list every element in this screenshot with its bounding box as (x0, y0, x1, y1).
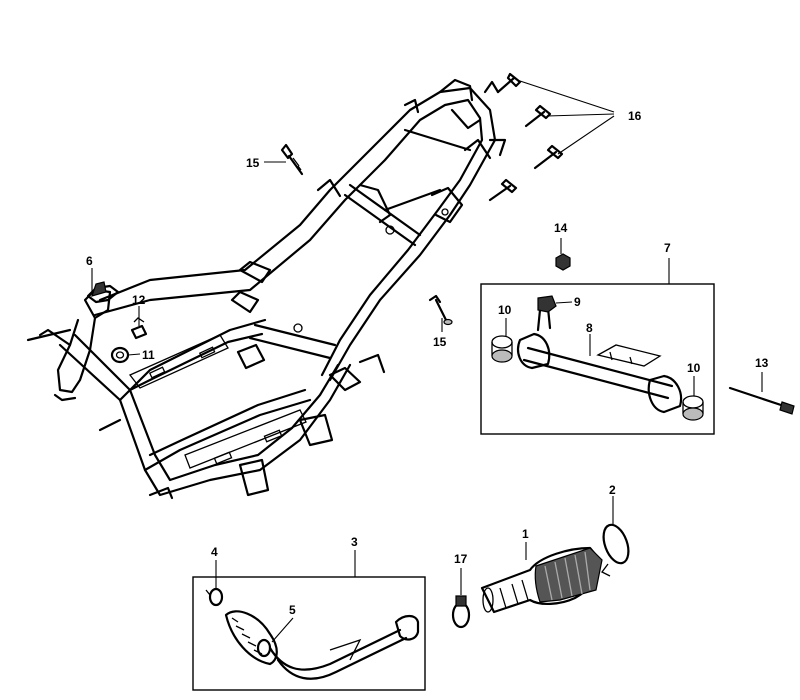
part-6-bracket (86, 281, 120, 304)
part-16-bolts (488, 72, 564, 202)
callout-15-upper: 15 (246, 156, 260, 170)
callout-4: 4 (211, 545, 218, 559)
leader-lines (91, 79, 763, 643)
callout-9: 9 (574, 295, 581, 309)
callout-1: 1 (522, 527, 529, 541)
part-3-intake-duct (224, 610, 420, 680)
callout-5: 5 (289, 603, 296, 617)
part-15-bolt-upper (280, 143, 304, 176)
part-9-stopper (537, 295, 557, 313)
group-3-box (192, 576, 426, 691)
callout-8: 8 (586, 321, 593, 335)
part-12-clip (130, 317, 148, 340)
callout-2: 2 (609, 483, 616, 497)
part-10-bushing-right (682, 395, 704, 421)
callout-16: 16 (628, 109, 642, 123)
callout-12: 12 (132, 293, 146, 307)
group-7-box (480, 283, 715, 435)
callout-labels: 6 12 11 15 15 16 14 7 8 9 10 10 13 2 1 1… (86, 109, 769, 617)
main-frame (26, 78, 507, 500)
callout-11: 11 (142, 348, 155, 362)
callout-17: 17 (454, 552, 468, 566)
part-17-clamp (451, 595, 471, 629)
part-13-long-bolt (728, 386, 795, 415)
part-8-engine-hanger (516, 306, 683, 414)
part-4-clamp (205, 587, 224, 607)
callout-15-lower: 15 (433, 335, 447, 349)
callout-10-left: 10 (498, 303, 512, 317)
part-14-nut (555, 253, 571, 271)
part-10-bushing-left (491, 335, 513, 363)
callout-10-right: 10 (687, 361, 701, 375)
callout-3: 3 (351, 535, 358, 549)
part-15-bolt-lower (428, 294, 453, 326)
callout-6: 6 (86, 254, 93, 268)
callout-7: 7 (664, 241, 671, 255)
part-11-grommet (110, 346, 130, 364)
callout-14: 14 (554, 221, 568, 235)
callout-13: 13 (755, 356, 769, 370)
part-1-air-boot (480, 546, 603, 614)
part-2-clamp (601, 523, 630, 577)
